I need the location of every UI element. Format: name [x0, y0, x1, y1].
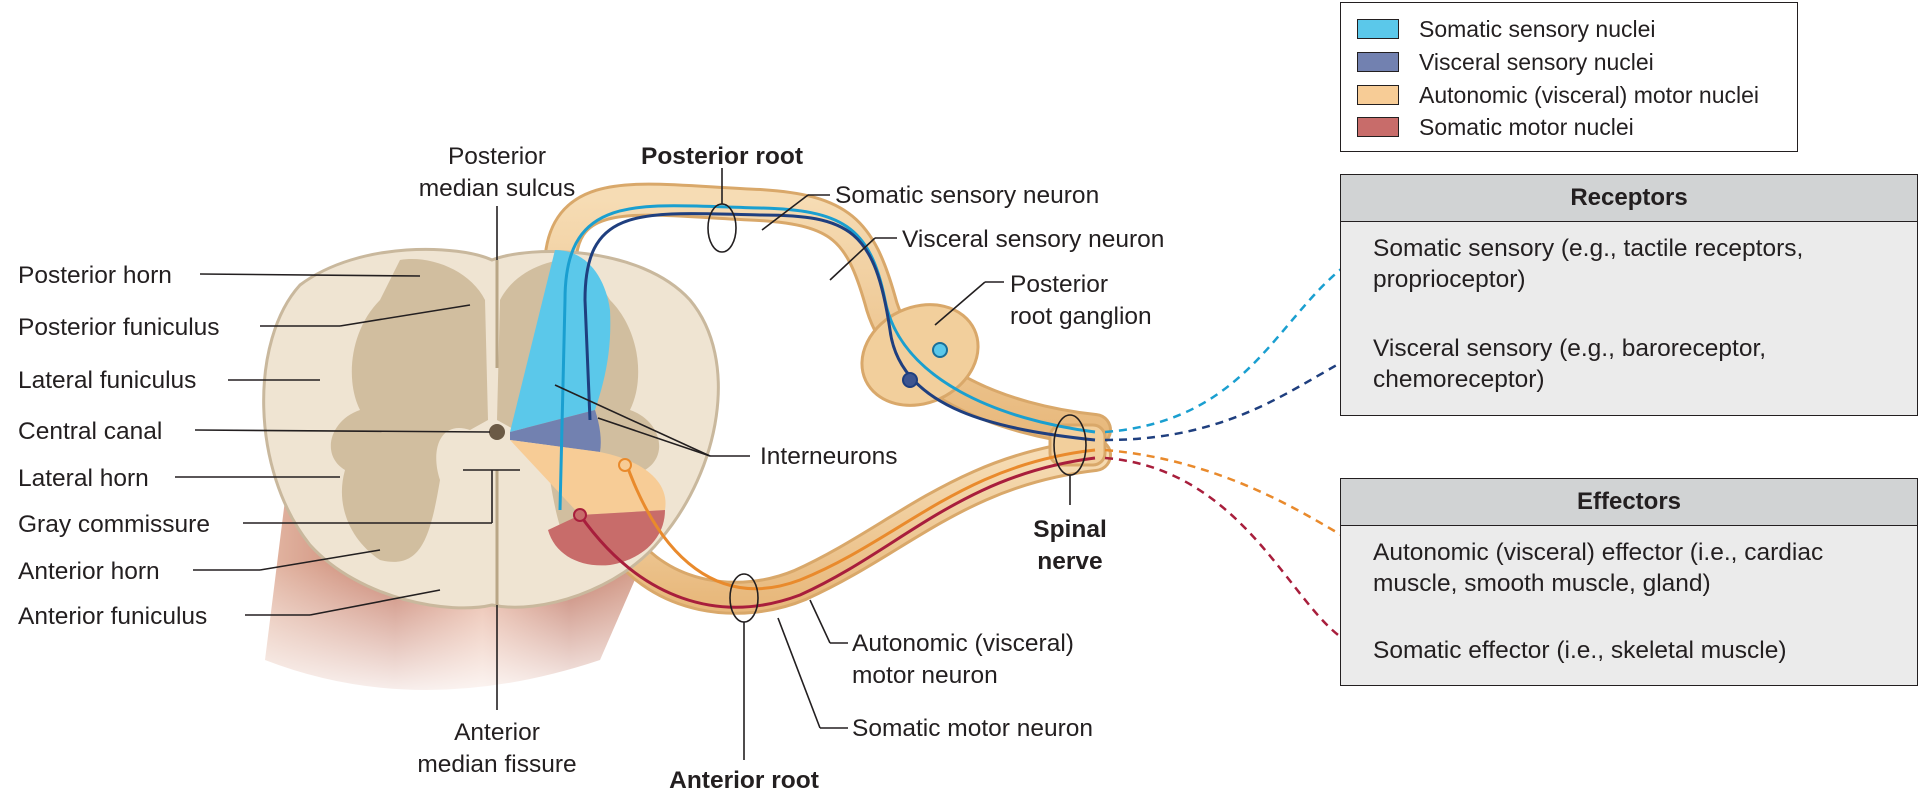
label-autonomic-motor-neuron-2: motor neuron — [852, 662, 998, 689]
leader-lines — [175, 168, 1071, 760]
legend-item: Somatic sensory nuclei — [1357, 15, 1656, 43]
legend-label: Somatic motor nuclei — [1419, 113, 1634, 140]
somatic-effector-dashed-line — [1104, 456, 1367, 650]
spinal-cord-cross-section — [262, 247, 720, 610]
label-posterior-median-sulcus-1: Posterior — [448, 143, 546, 170]
somatic-sensory-neuron-path — [558, 204, 1096, 511]
autonomic-motor-cell-body — [618, 458, 632, 472]
somatic-motor-neuron-path — [578, 456, 1096, 609]
label-somatic-motor-neuron: Somatic motor neuron — [852, 715, 1093, 742]
label-lateral-horn: Lateral horn — [18, 465, 149, 492]
autonomic-effector-dashed-line — [1104, 448, 1367, 552]
label-anterior-root: Anterior root — [669, 767, 819, 791]
label-central-canal: Central canal — [18, 418, 162, 445]
effector-somatic: Somatic effector (i.e., skeletal muscle) — [1373, 637, 1787, 664]
effectors-panel: Effectors Autonomic (visceral) effector … — [1340, 478, 1918, 686]
label-visceral-sensory-neuron: Visceral sensory neuron — [902, 226, 1164, 253]
central-canal — [489, 424, 505, 440]
receptor-somatic-sensory: Somatic sensory (e.g., tactile receptors… — [1373, 235, 1804, 293]
label-somatic-sensory-neuron: Somatic sensory neuron — [835, 182, 1099, 209]
effector-autonomic: Autonomic (visceral) effector (i.e., car… — [1373, 539, 1824, 597]
legend-swatch-somatic-motor — [1357, 117, 1399, 137]
legend-swatch-visceral-sensory — [1357, 52, 1399, 72]
anterior-root-nerve — [603, 438, 1112, 615]
legend-label: Visceral sensory nuclei — [1419, 48, 1654, 75]
legend-label: Autonomic (visceral) motor nuclei — [1419, 81, 1760, 108]
legend-item: Somatic motor nuclei — [1357, 113, 1634, 141]
legend-item: Visceral sensory nuclei — [1357, 48, 1654, 76]
label-spinal-nerve-2: nerve — [1037, 548, 1102, 575]
label-autonomic-motor-neuron-1: Autonomic (visceral) — [852, 630, 1074, 657]
legend: Somatic sensory nuclei Visceral sensory … — [1340, 2, 1798, 152]
effectors-title: Effectors — [1341, 479, 1917, 526]
label-posterior-root-ganglion-1: Posterior — [1010, 271, 1108, 298]
label-posterior-root-ganglion-2: root ganglion — [1010, 303, 1152, 330]
label-anterior-horn: Anterior horn — [18, 558, 160, 585]
label-lateral-funiculus: Lateral funiculus — [18, 367, 196, 394]
label-anterior-median-fissure-2: median fissure — [417, 751, 576, 778]
autonomic-motor-nucleus — [510, 440, 666, 515]
label-posterior-root: Posterior root — [641, 143, 803, 170]
somatic-sensory-cell-body — [932, 342, 948, 358]
somatic-motor-cell-body — [573, 508, 587, 522]
receptor-visceral-sensory: Visceral sensory (e.g., baroreceptor, ch… — [1373, 335, 1767, 393]
legend-swatch-autonomic-motor — [1357, 85, 1399, 105]
visceral-sensory-dashed-line — [1104, 348, 1367, 442]
gray-matter — [330, 259, 488, 562]
receptors-panel: Receptors Somatic sensory (e.g., tactile… — [1340, 174, 1918, 416]
receptors-title: Receptors — [1341, 175, 1917, 222]
label-posterior-horn: Posterior horn — [18, 262, 172, 289]
visceral-sensory-neuron-path — [583, 212, 1096, 442]
label-posterior-funiculus: Posterior funiculus — [18, 314, 220, 341]
label-anterior-median-fissure-1: Anterior — [454, 719, 540, 746]
somatic-sensory-dashed-line — [1104, 250, 1367, 434]
legend-label: Somatic sensory nuclei — [1419, 15, 1656, 42]
label-posterior-median-sulcus-2: median sulcus — [419, 175, 576, 202]
label-anterior-funiculus: Anterior funiculus — [18, 603, 207, 630]
legend-item: Autonomic (visceral) motor nuclei — [1357, 81, 1759, 109]
autonomic-motor-neuron-path — [623, 448, 1096, 591]
somatic-motor-nucleus — [548, 510, 665, 566]
visceral-sensory-nucleus — [510, 410, 601, 452]
label-interneurons: Interneurons — [760, 443, 898, 470]
label-gray-commissure: Gray commissure — [18, 511, 210, 538]
label-spinal-nerve-1: Spinal — [1033, 516, 1107, 543]
neuron-pathways — [558, 204, 1096, 609]
legend-swatch-somatic-sensory — [1357, 19, 1399, 39]
visceral-sensory-cell-body — [902, 372, 918, 388]
